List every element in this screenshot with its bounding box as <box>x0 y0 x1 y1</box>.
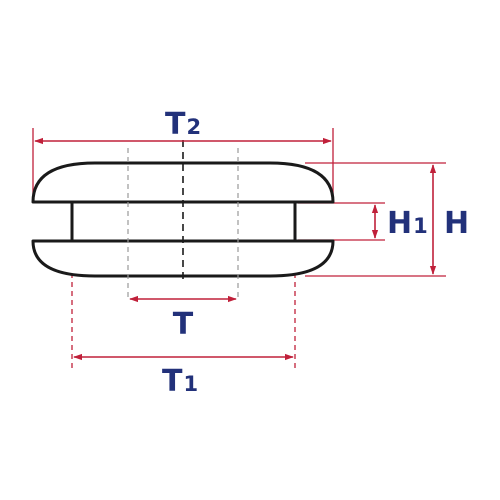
label-t2-sub: 2 <box>186 115 201 139</box>
label-t1: T1 <box>162 364 198 399</box>
label-t2: T2 <box>165 107 201 142</box>
label-t2-main: T <box>165 107 186 142</box>
label-t1-sub: 1 <box>183 372 198 396</box>
label-h-main: H <box>444 206 469 241</box>
label-t: T <box>173 307 194 342</box>
dimension-lines <box>34 137 437 361</box>
grommet-bottom-flange <box>31 239 335 278</box>
label-t1-main: T <box>162 364 183 399</box>
label-h1-sub: 1 <box>413 214 428 238</box>
label-h1-main: H <box>387 206 412 241</box>
label-t-main: T <box>173 307 194 342</box>
label-h1: H1 <box>387 206 428 241</box>
label-h: H <box>444 206 469 241</box>
grommet-part <box>31 161 335 278</box>
